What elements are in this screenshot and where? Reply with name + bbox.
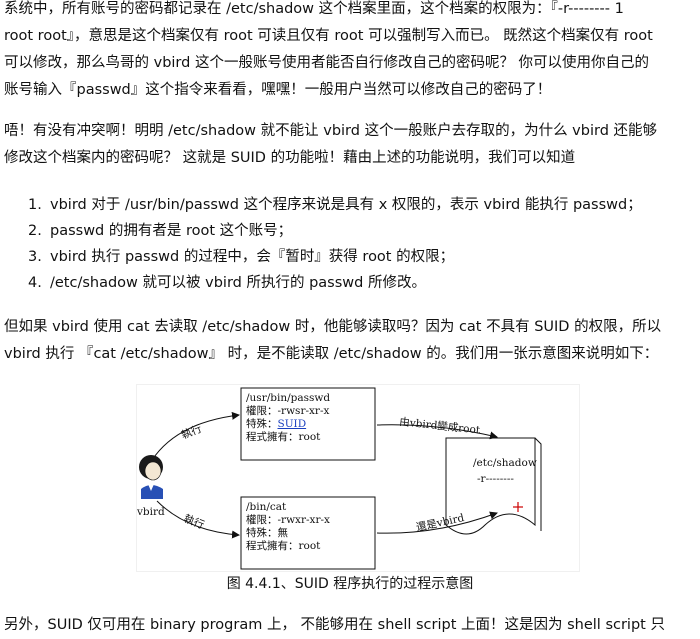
diagram-canvas: vbird 執行 執行 由vbird變成root 還是vbird /etc/sh… — [137, 387, 542, 570]
text-line: 修改这个档案内的密码呢？ 这就是 SUID 的功能啦！藉由上述的功能说明，我们可… — [4, 150, 576, 166]
root-arrow — [376, 424, 498, 440]
suid-points-list: 1.vbird 对于 /usr/bin/passwd 这个程序来说是具有 x 权… — [28, 192, 688, 296]
text-line: 唔！有没有冲突啊！明明 /etc/shadow 就不能让 vbird 这个一般账… — [4, 123, 658, 139]
vbird-arrow — [376, 511, 498, 534]
cat-path: /bin/cat — [246, 501, 287, 513]
cat-box-text: /bin/cat 權限：-rwxr-xr-x 特殊：無 程式擁有：root — [246, 501, 330, 553]
shadow-file-edge — [534, 437, 542, 531]
text-line: root root』，意思是这个档案仅有 root 可读且仅有 root 可以强… — [4, 28, 653, 44]
list-item: 4./etc/shadow 就可以被 vbird 所执行的 passwd 所修改… — [28, 275, 426, 291]
shadow-filename: /etc/shadow — [473, 457, 537, 469]
list-item: 3.vbird 执行 passwd 的过程中，会『暂时』获得 root 的权限； — [28, 249, 455, 265]
user-icon — [139, 455, 163, 499]
text-line: 另外，SUID 仅可用在 binary program 上， 不能够用在 she… — [4, 617, 665, 633]
text-line: vbird 执行 『cat /etc/shadow』 时，是不能读取 /etc/… — [4, 346, 659, 362]
passwd-permission: 權限：-rwsr-xr-x — [246, 405, 330, 417]
text-line: 但如果 vbird 使用 cat 去读取 /etc/shadow 时，他能够读取… — [4, 319, 662, 335]
conflict-paragraph: 唔！有没有冲突啊！明明 /etc/shadow 就不能让 vbird 这个一般账… — [4, 118, 698, 172]
shell-script-paragraph: 另外，SUID 仅可用在 binary program 上， 不能够用在 she… — [4, 612, 698, 639]
cat-permission: 權限：-rwxr-xr-x — [246, 514, 330, 526]
root-arrow-label: 由vbird變成root — [399, 415, 482, 436]
text-line: 系统中，所有账号的密码都记录在 /etc/shadow 这个档案里面，这个档案的… — [4, 1, 624, 17]
shadow-permission: -r-------- — [477, 473, 514, 485]
suid-link[interactable]: SUID — [277, 418, 307, 430]
figure-caption: 图 4.4.1、SUID 程序执行的过程示意图 — [226, 576, 474, 592]
passwd-special: 特殊：SUID — [246, 418, 307, 430]
list-item: 2.passwd 的拥有者是 root 这个账号； — [28, 223, 293, 239]
cat-owner: 程式擁有：root — [246, 540, 321, 552]
text-line: 账号输入『passwd』这个指令来看看，嘿嘿！一般用户当然可以修改自己的密码了！ — [4, 82, 552, 98]
shadow-file-shape — [445, 437, 536, 535]
cat-paragraph: 但如果 vbird 使用 cat 去读取 /etc/shadow 时，他能够读取… — [4, 314, 698, 368]
exec-arrow-bottom — [156, 500, 240, 539]
passwd-box — [240, 387, 376, 461]
passwd-owner: 程式擁有：root — [246, 431, 321, 443]
exec-label-top: 執行 — [179, 422, 204, 442]
text-line: 可以修改，那么鸟哥的 vbird 这个一般账号使用者能否自行修改自己的密码呢？ … — [4, 55, 650, 71]
exec-arrow-top — [148, 411, 240, 466]
intro-paragraph: 系统中，所有账号的密码都记录在 /etc/shadow 这个档案里面，这个档案的… — [4, 0, 698, 104]
user-label: vbird — [137, 506, 165, 518]
cat-box — [240, 496, 376, 570]
cat-special: 特殊：無 — [246, 527, 288, 539]
passwd-box-text: /usr/bin/passwd 權限：-rwsr-xr-x 特殊：SUID 程式… — [246, 392, 330, 444]
list-item: 1.vbird 对于 /usr/bin/passwd 这个程序来说是具有 x 权… — [28, 197, 642, 213]
suid-diagram: vbird 執行 執行 由vbird變成root 還是vbird /etc/sh… — [136, 384, 580, 572]
passwd-path: /usr/bin/passwd — [246, 392, 331, 404]
